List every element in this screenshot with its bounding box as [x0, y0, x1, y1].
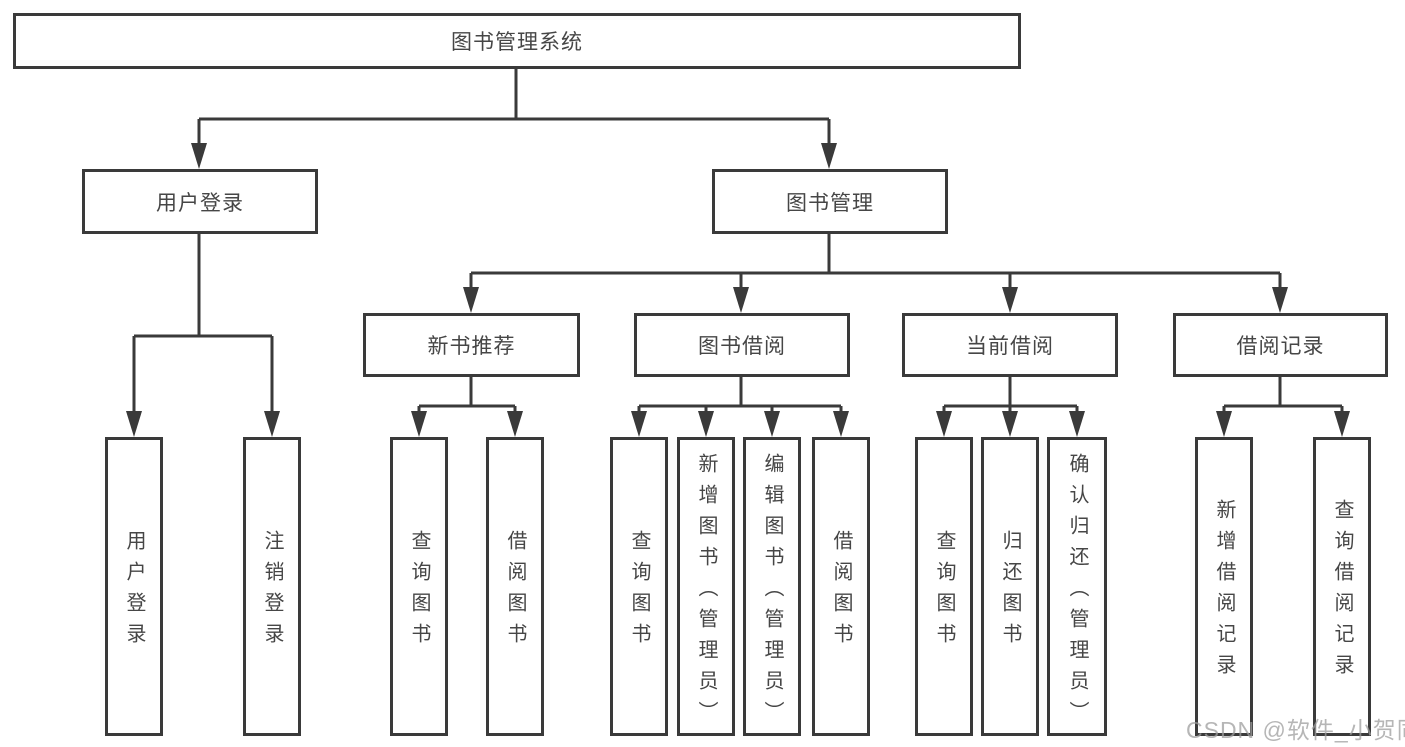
leaf-add-borrow-record: 新增借阅记录 — [1195, 437, 1253, 736]
node-current-borrowing: 当前借阅 — [902, 313, 1118, 377]
node-book-borrowing: 图书借阅 — [634, 313, 850, 377]
arrowheads — [126, 143, 1350, 437]
node-label: 确认归还（管理员） — [1066, 452, 1088, 732]
leaf-query-books-1: 查询图书 — [390, 437, 448, 736]
leaf-edit-books-admin: 编辑图书（管理员） — [743, 437, 801, 736]
node-borrowing-records: 借阅记录 — [1173, 313, 1388, 377]
node-label: 查询借阅记录 — [1331, 499, 1353, 685]
leaf-query-books-2: 查询图书 — [610, 437, 668, 736]
node-label: 借阅图书 — [830, 530, 852, 654]
node-label: 新增借阅记录 — [1213, 499, 1235, 685]
node-label: 新书推荐 — [427, 335, 516, 358]
leaf-logout: 注销登录 — [243, 437, 301, 736]
node-label: 归还图书 — [999, 530, 1021, 654]
node-label: 借阅图书 — [504, 530, 526, 654]
node-new-book-recommendation: 新书推荐 — [363, 313, 580, 377]
node-label: 图书借阅 — [698, 335, 786, 358]
leaf-confirm-return-admin: 确认归还（管理员） — [1047, 437, 1107, 736]
node-label: 查询图书 — [628, 530, 650, 654]
leaf-borrow-books-1: 借阅图书 — [486, 437, 544, 736]
node-book-management: 图书管理 — [712, 169, 948, 234]
node-label: 图书管理系统 — [451, 31, 583, 54]
node-label: 用户登录 — [156, 191, 244, 215]
node-label: 注销登录 — [261, 530, 283, 654]
leaf-return-books: 归还图书 — [981, 437, 1039, 736]
node-label: 查询图书 — [408, 530, 430, 654]
leaf-user-login: 用户登录 — [105, 437, 163, 736]
leaf-add-books-admin: 新增图书（管理员） — [677, 437, 735, 736]
leaf-borrow-books-2: 借阅图书 — [812, 437, 870, 736]
node-label: 图书管理 — [786, 191, 874, 215]
csdn-watermark: CSDN @软件_小贺同学 — [1186, 717, 1405, 743]
node-label: 借阅记录 — [1236, 335, 1325, 358]
node-label: 新增图书（管理员） — [695, 452, 717, 732]
node-library-management-system: 图书管理系统 — [13, 13, 1021, 69]
node-label: 查询图书 — [933, 530, 955, 654]
node-user-login: 用户登录 — [82, 169, 318, 234]
leaf-query-borrow-record: 查询借阅记录 — [1313, 437, 1371, 736]
node-label: 当前借阅 — [966, 335, 1054, 358]
node-label: 编辑图书（管理员） — [761, 452, 783, 732]
node-label: 用户登录 — [123, 530, 145, 654]
leaf-query-books-3: 查询图书 — [915, 437, 973, 736]
